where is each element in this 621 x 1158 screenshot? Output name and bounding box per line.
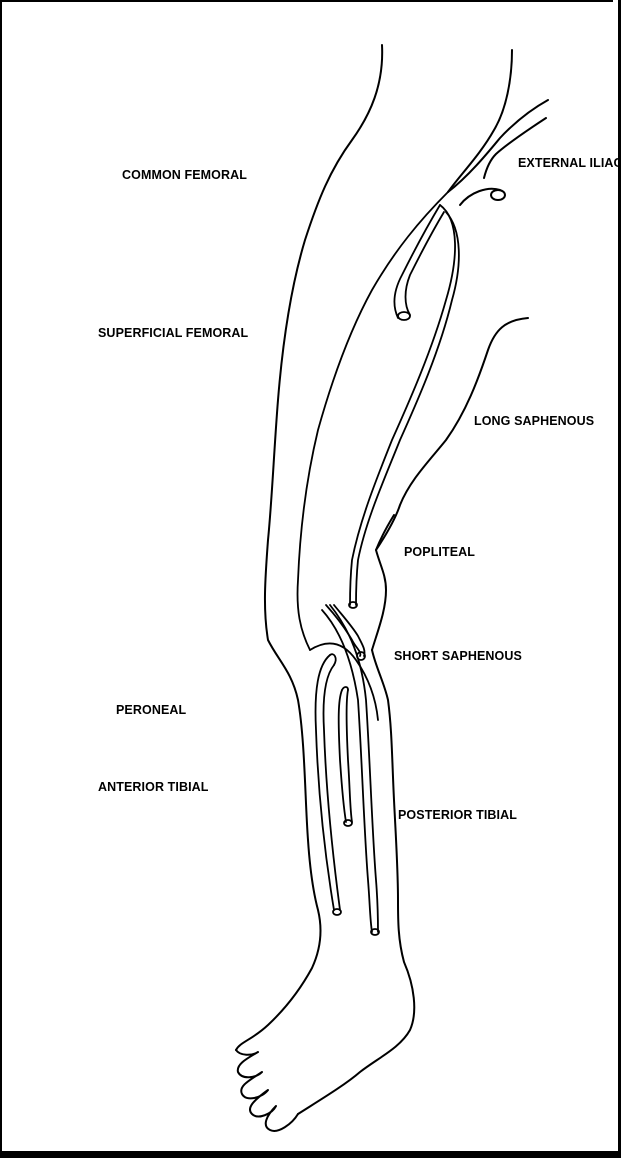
label-long-saphenous: LONG SAPHENOUS: [474, 414, 594, 428]
anterior-tibial-vessel-inner: [323, 665, 340, 910]
anterior-tibial-top: [330, 654, 336, 665]
short-saphenous-loop-inner: [334, 605, 365, 656]
label-common-femoral: COMMON FEMORAL: [122, 168, 247, 182]
anterior-tibial-end: [333, 909, 341, 915]
peroneal-vessel-outer: [339, 690, 346, 822]
femoral-vessels: [298, 192, 459, 650]
label-external-iliac: EXTERNAL ILIAC: [518, 156, 618, 170]
label-short-saphenous: SHORT SAPHENOUS: [394, 649, 522, 663]
leg-front-contour: [372, 318, 528, 650]
leg-outline: [236, 45, 548, 1131]
external-iliac-end: [491, 190, 505, 200]
long-saphenous-curve: [376, 515, 394, 550]
label-posterior-tibial: POSTERIOR TIBIAL: [398, 808, 517, 822]
peroneal-end: [344, 820, 352, 826]
thigh-upper-contour: [448, 50, 512, 192]
toes: [236, 1050, 298, 1131]
label-peroneal: PERONEAL: [116, 703, 186, 717]
external-iliac-stump: [448, 100, 548, 192]
label-popliteal: POPLITEAL: [404, 545, 475, 559]
calf-inner-line: [310, 643, 378, 720]
lower-leg-vessels: [310, 605, 379, 935]
label-anterior-tibial: ANTERIOR TIBIAL: [98, 780, 209, 794]
superficial-femoral-vessel-inner: [406, 212, 445, 315]
peroneal-top: [342, 687, 348, 690]
medial-thigh-line: [298, 192, 449, 650]
label-superficial-femoral: SUPERFICIAL FEMORAL: [98, 326, 248, 340]
superficial-femoral-end: [398, 312, 410, 320]
peroneal-vessel-inner: [347, 690, 353, 822]
